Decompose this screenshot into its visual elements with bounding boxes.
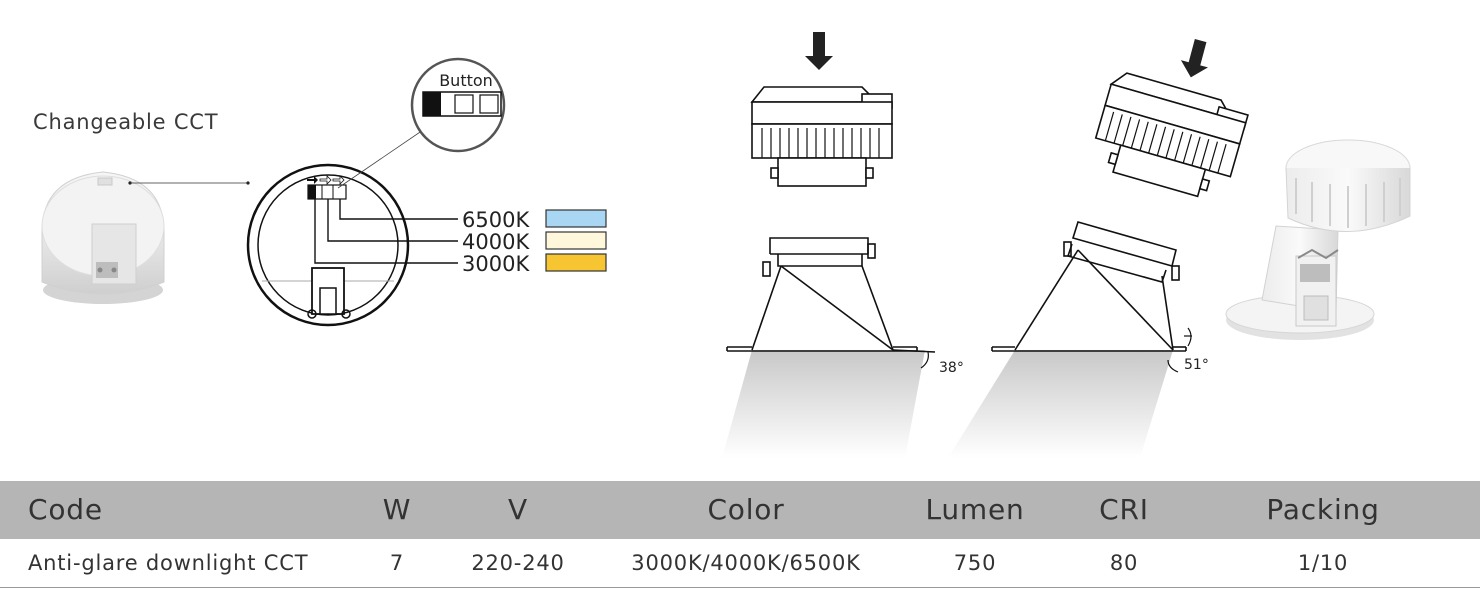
cct-swatch-6500k bbox=[545, 209, 607, 228]
cell-code: Anti-glare downlight CCT bbox=[28, 551, 309, 575]
cct-option-6500k: 6500K bbox=[462, 208, 607, 232]
product-diagram: Button 6500K 4000K 3000K bbox=[41, 32, 1411, 458]
cct-label-6500k: 6500K bbox=[462, 208, 530, 232]
table-header: Code W V Color Lumen CRI Packing bbox=[0, 481, 1480, 539]
header-packing: Packing bbox=[1266, 493, 1380, 526]
cct-option-4000k: 4000K bbox=[462, 230, 607, 254]
arrow-down-icon bbox=[1180, 39, 1208, 78]
section-straight bbox=[726, 237, 936, 369]
header-code: Code bbox=[28, 493, 103, 526]
cell-v: 220-240 bbox=[471, 551, 565, 575]
cell-w: 7 bbox=[389, 551, 405, 575]
cct-swatch-4000k bbox=[545, 231, 607, 250]
cct-swatch-3000k bbox=[545, 253, 607, 272]
header-lumen: Lumen bbox=[925, 493, 1025, 526]
downlight-product-image bbox=[1225, 139, 1411, 340]
arrow-down-icon bbox=[805, 32, 833, 70]
cct-label-3000k: 3000K bbox=[462, 252, 530, 276]
driver-unit-image bbox=[41, 171, 165, 304]
tilt-angle-right: 51° bbox=[1184, 357, 1209, 373]
header-color: Color bbox=[707, 493, 785, 526]
tilt-angle-left: 38° bbox=[939, 360, 964, 376]
button-zoom: Button bbox=[410, 57, 506, 153]
button-label: Button bbox=[439, 71, 493, 90]
cell-cri: 80 bbox=[1109, 551, 1139, 575]
header-v: V bbox=[508, 493, 528, 526]
changeable-cct-label: Changeable CCT bbox=[33, 110, 219, 134]
cell-lumen: 750 bbox=[953, 551, 997, 575]
header-cri: CRI bbox=[1099, 493, 1149, 526]
light-module-tilted bbox=[1094, 72, 1249, 198]
table-row: Anti-glare downlight CCT 7 220-240 3000K… bbox=[0, 539, 1480, 588]
light-module-straight bbox=[750, 86, 893, 187]
section-tilted bbox=[991, 221, 1192, 373]
cell-color: 3000K/4000K/6500K bbox=[631, 551, 861, 575]
cct-label-4000k: 4000K bbox=[462, 230, 530, 254]
header-w: W bbox=[382, 493, 412, 526]
cct-option-3000k: 3000K bbox=[462, 252, 607, 276]
cell-packing: 1/10 bbox=[1297, 551, 1349, 575]
driver-top-view bbox=[246, 127, 458, 327]
